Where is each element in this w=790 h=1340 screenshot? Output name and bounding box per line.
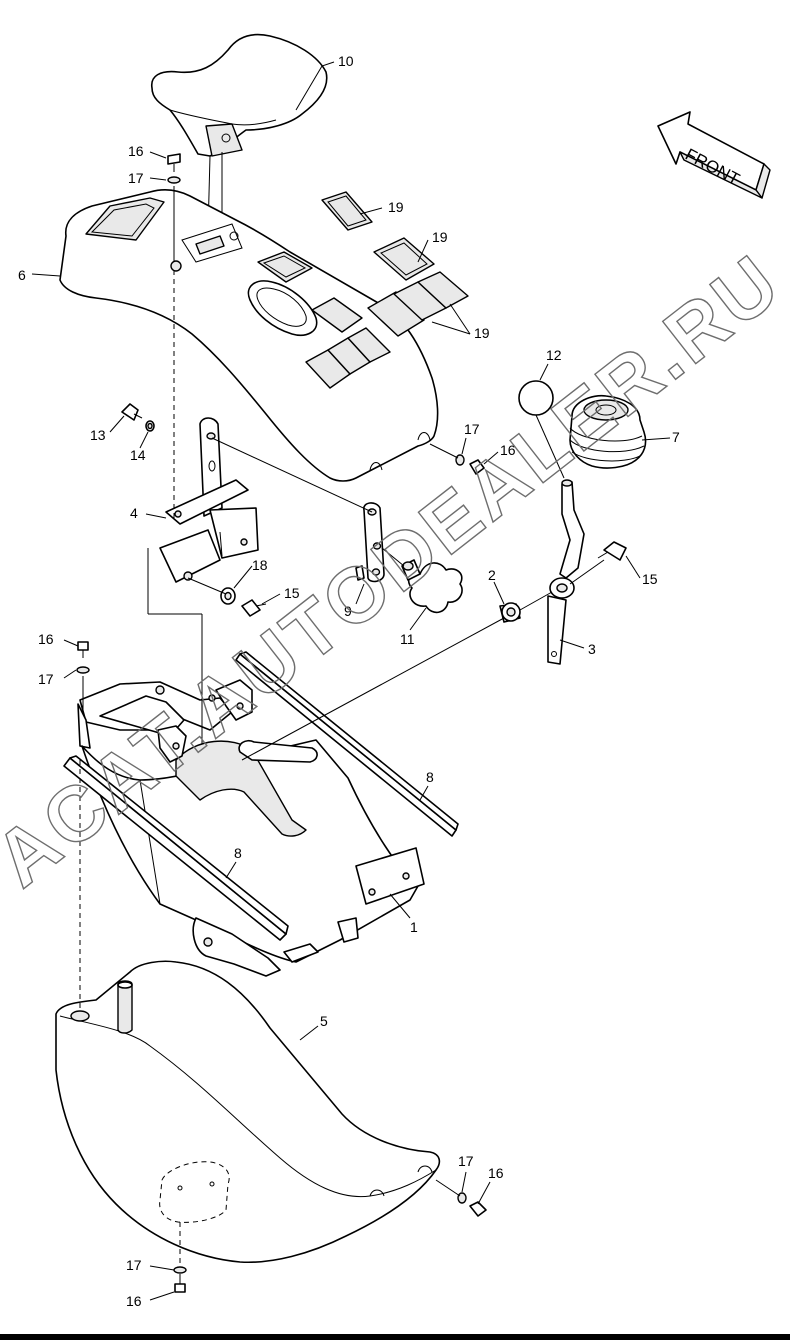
callout-labels: 10 16 17 6 19 19 19 12 7 13 14 17 16 4 1… <box>18 53 680 1309</box>
callout-13: 13 <box>90 427 106 443</box>
callout-leaders <box>31 61 671 1301</box>
callout-14: 14 <box>130 447 146 463</box>
callout-19: 19 <box>474 325 490 341</box>
callout-3: 3 <box>588 641 596 657</box>
callout-8: 8 <box>426 769 434 785</box>
part-1-lower-frame <box>77 679 425 977</box>
callout-11: 11 <box>400 631 415 647</box>
callout-1: 1 <box>410 919 418 935</box>
callout-12: 12 <box>546 347 562 363</box>
callout-16: 16 <box>500 442 516 458</box>
part-4-bracket <box>159 417 259 583</box>
callout-6: 6 <box>18 267 26 283</box>
part-10-armrest-pad <box>151 33 328 233</box>
callout-5: 5 <box>320 1013 328 1029</box>
callout-16: 16 <box>128 143 144 159</box>
bottom-border <box>0 1334 790 1340</box>
callout-10: 10 <box>338 53 354 69</box>
part-2-bushing <box>499 602 521 623</box>
callout-17: 17 <box>126 1257 142 1273</box>
callout-4: 4 <box>130 505 138 521</box>
part-6-console-cover <box>59 189 439 482</box>
assembly-lines <box>79 186 605 1264</box>
callout-8: 8 <box>234 845 242 861</box>
part-8-rails <box>63 651 459 941</box>
part-11-star-knob <box>401 559 463 614</box>
hardware-fasteners <box>76 153 627 1293</box>
callout-17: 17 <box>464 421 480 437</box>
callout-19: 19 <box>432 229 448 245</box>
callout-17: 17 <box>38 671 54 687</box>
part-5-lower-cover <box>55 960 441 1264</box>
callout-16: 16 <box>126 1293 142 1309</box>
part-3-lever-assembly <box>547 479 585 665</box>
callout-19: 19 <box>388 199 404 215</box>
callout-16: 16 <box>488 1165 504 1181</box>
part-9-link <box>355 502 385 583</box>
callout-2: 2 <box>488 567 496 583</box>
callout-7: 7 <box>672 429 680 445</box>
part-19-decals <box>321 191 469 337</box>
callout-17: 17 <box>128 170 144 186</box>
callout-18: 18 <box>252 557 268 573</box>
callout-17: 17 <box>458 1153 474 1169</box>
front-direction-arrow: FRONT <box>657 111 771 199</box>
part-7-rubber-boot <box>569 394 647 469</box>
callout-15: 15 <box>642 571 658 587</box>
callout-16: 16 <box>38 631 54 647</box>
callout-15: 15 <box>284 585 300 601</box>
callout-9: 9 <box>344 603 352 619</box>
